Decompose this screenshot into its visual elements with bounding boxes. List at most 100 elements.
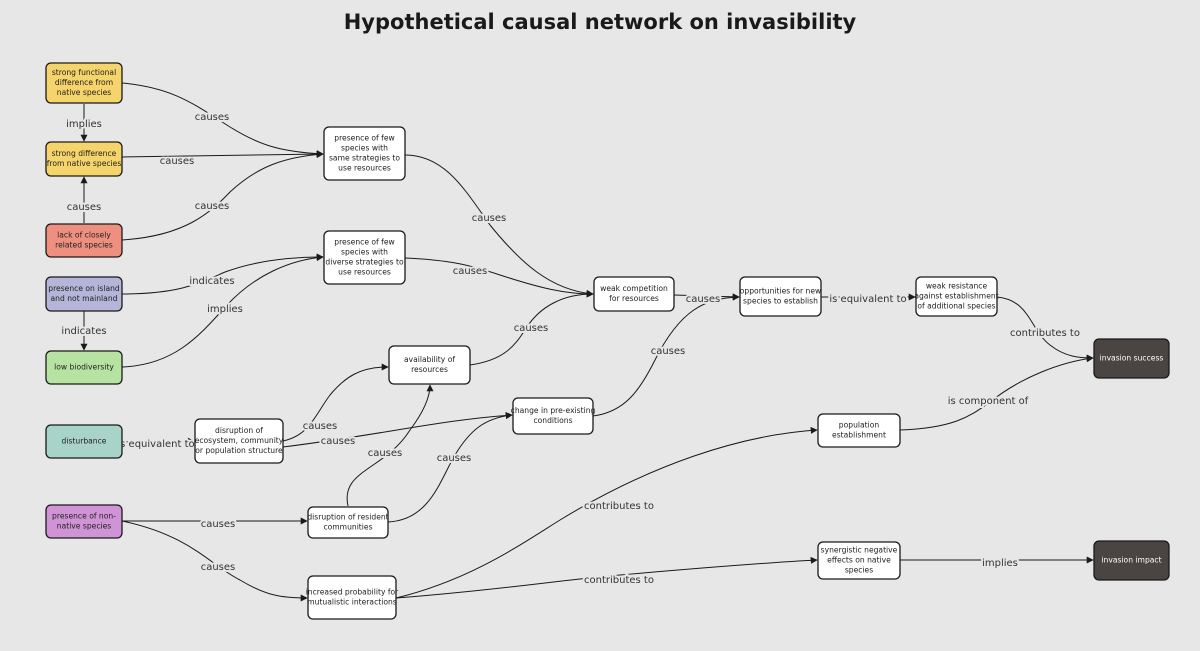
edge-label: implies <box>66 119 102 130</box>
node-box <box>739 276 822 317</box>
node-box <box>323 126 406 181</box>
node-box <box>45 276 123 312</box>
edge-label: indicates <box>61 326 106 337</box>
node-label-line: strong difference <box>52 149 117 158</box>
node-label-line: invasion success <box>1100 354 1164 363</box>
node-low-bio[interactable]: low biodiversity <box>45 350 123 385</box>
edge-arrow <box>899 355 1094 431</box>
node-non-native[interactable]: presence of non-native species <box>45 504 123 539</box>
edges-layer <box>80 82 1094 602</box>
node-label-line: use resources <box>338 164 391 173</box>
node-box <box>388 345 471 385</box>
edge-label: causes <box>195 201 230 212</box>
edge-weak_comp-to-opportunities <box>673 293 740 301</box>
node-label-line: increased probability for <box>306 588 399 597</box>
edge-island-to-few_diverse <box>121 253 324 295</box>
edge-label: causes <box>437 453 472 464</box>
node-box <box>45 350 123 385</box>
node-label-line: change in pre-existing <box>511 406 596 415</box>
node-label-line: related species <box>55 241 113 250</box>
edge-arrow <box>121 151 324 241</box>
edge-arrow <box>404 154 594 297</box>
edge-mutualistic-to-pop_estab <box>395 426 818 599</box>
edge-weak_resist-to-inv_success <box>996 296 1094 362</box>
node-box <box>307 506 389 539</box>
node-label-line: communities <box>323 523 372 532</box>
node-label-line: same strategies to <box>329 154 400 163</box>
node-label-line: difference from <box>55 78 113 87</box>
edge-low_bio-to-few_diverse <box>121 254 324 368</box>
edge-label: contributes to <box>584 501 654 512</box>
edge-few_same-to-weak_comp <box>404 154 594 297</box>
node-label-line: or population structure <box>195 446 283 455</box>
node-disturbance[interactable]: disturbance <box>45 424 123 459</box>
edge-label: is component of <box>948 396 1029 407</box>
node-label-line: population <box>839 421 880 430</box>
edge-arrow <box>121 520 308 602</box>
edge-arrow <box>673 293 740 301</box>
node-box <box>45 223 123 258</box>
edge-label: implies <box>207 304 243 315</box>
edge-arrow <box>121 150 324 158</box>
node-label-line: for resources <box>609 294 659 303</box>
edge-func_diff-to-few_same <box>121 82 324 158</box>
node-box <box>915 276 998 317</box>
edge-disruption_eco-to-change_pre <box>282 411 513 448</box>
edge-label: contributes to <box>1010 328 1080 339</box>
node-label-line: species to establish <box>743 297 818 306</box>
node-label-line: establishment <box>832 431 886 440</box>
node-box <box>45 62 123 104</box>
node-label-line: mutualistic interactions <box>307 598 397 607</box>
edge-arrow <box>395 556 818 599</box>
edge-label: causes <box>514 323 549 334</box>
node-label-line: ecosystem, community <box>195 436 284 445</box>
edge-disruption_res-to-change_pre <box>387 412 513 523</box>
node-label-line: species with <box>341 144 388 153</box>
node-label-line: conditions <box>533 416 572 425</box>
edge-label: indicates <box>189 276 234 287</box>
edge-label: causes <box>472 213 507 224</box>
node-label-line: native species <box>57 522 112 531</box>
edge-label: causes <box>201 519 236 530</box>
node-inv-success[interactable]: invasion success <box>1093 338 1170 379</box>
node-label-line: presence of non- <box>52 512 116 521</box>
node-label-line: species <box>845 566 873 575</box>
node-label-line: diverse strategies to <box>325 258 404 267</box>
edge-arrow <box>404 257 594 298</box>
edge-non_native-to-mutualistic <box>121 520 308 602</box>
node-label-line: disruption of <box>215 426 263 435</box>
node-label-line: use resources <box>338 268 391 277</box>
node-box <box>45 504 123 539</box>
node-box <box>323 230 406 285</box>
edge-arrow <box>346 384 434 507</box>
node-label-line: presence on island <box>48 284 120 293</box>
node-box <box>817 541 901 580</box>
node-inv-impact[interactable]: invasion impact <box>1093 540 1170 581</box>
node-box <box>194 418 284 464</box>
edge-disruption_res-to-avail_res <box>346 384 434 507</box>
edge-pop_estab-to-inv_success <box>899 355 1094 431</box>
edge-few_diverse-to-weak_comp <box>404 257 594 298</box>
edge-arrow <box>121 254 324 368</box>
edge-label: causes <box>201 562 236 573</box>
edge-label: causes <box>303 421 338 432</box>
edge-label: causes <box>651 346 686 357</box>
edge-label: contributes to <box>584 575 654 586</box>
